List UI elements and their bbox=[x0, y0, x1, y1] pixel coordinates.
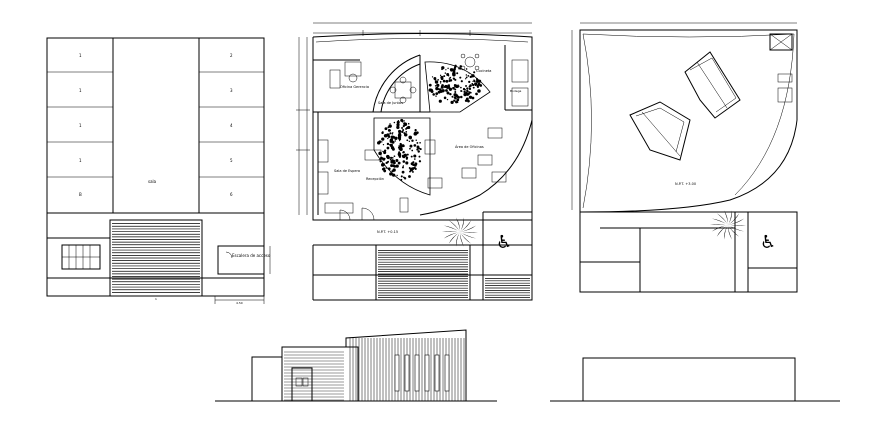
room-label: Recepción bbox=[366, 177, 384, 181]
room-label: Sala de Espera bbox=[334, 169, 360, 173]
unit-label: 1 bbox=[79, 88, 82, 93]
hall-label: sala bbox=[148, 179, 157, 184]
room-label: Sala de Juntas bbox=[378, 101, 403, 105]
front-elevation bbox=[215, 329, 497, 402]
side-elevation bbox=[550, 357, 840, 402]
stair-access-label: Escalera de acceso bbox=[232, 253, 271, 258]
right-floor-plan: N.P.T. +3.00 ♿ bbox=[571, 22, 798, 293]
middle-dimension-lines bbox=[296, 22, 532, 215]
section-mark: 1 bbox=[155, 297, 157, 301]
dim-label: 4.50 bbox=[236, 301, 243, 305]
unit-label: 5 bbox=[230, 158, 233, 163]
unit-label: 6 bbox=[230, 192, 233, 197]
furniture bbox=[317, 53, 529, 221]
accessible-icon: ♿ bbox=[760, 232, 776, 253]
room-label: Bodega bbox=[510, 89, 522, 93]
entrance-door bbox=[291, 367, 313, 402]
unit-label: 3 bbox=[230, 88, 233, 93]
left-floor-plan: Escalera de acceso 1 1 1 1 B 2 3 4 5 6 s… bbox=[46, 37, 271, 305]
unit-label: 1 bbox=[79, 158, 82, 163]
circular-core bbox=[370, 54, 491, 196]
accessible-icon: ♿ bbox=[496, 232, 512, 253]
middle-plan-outline bbox=[312, 37, 533, 221]
unit-label: 4 bbox=[230, 123, 233, 128]
unit-label: 2 bbox=[230, 53, 233, 58]
palm-tree-icon bbox=[442, 217, 478, 247]
left-small-stair bbox=[61, 244, 101, 270]
middle-stair-block bbox=[375, 244, 471, 301]
unit-label: 1 bbox=[79, 53, 82, 58]
right-plan-outline bbox=[579, 29, 798, 213]
level-label: N.P.T. +0.15 bbox=[377, 230, 398, 234]
middle-floor-plan: Oficina Gerencia Sala de Juntas Cocineta… bbox=[296, 22, 533, 301]
room-label: Área de Oficinas bbox=[455, 144, 484, 149]
room-label: Cocineta bbox=[476, 69, 491, 73]
skylight-icon bbox=[629, 51, 741, 161]
room-label: Oficina Gerencia bbox=[340, 85, 369, 89]
left-stair-block bbox=[109, 219, 203, 297]
unit-label: 1 bbox=[79, 123, 82, 128]
palm-tree-icon bbox=[710, 210, 746, 240]
unit-label: B bbox=[79, 192, 82, 197]
level-label: N.P.T. +3.00 bbox=[675, 182, 696, 186]
